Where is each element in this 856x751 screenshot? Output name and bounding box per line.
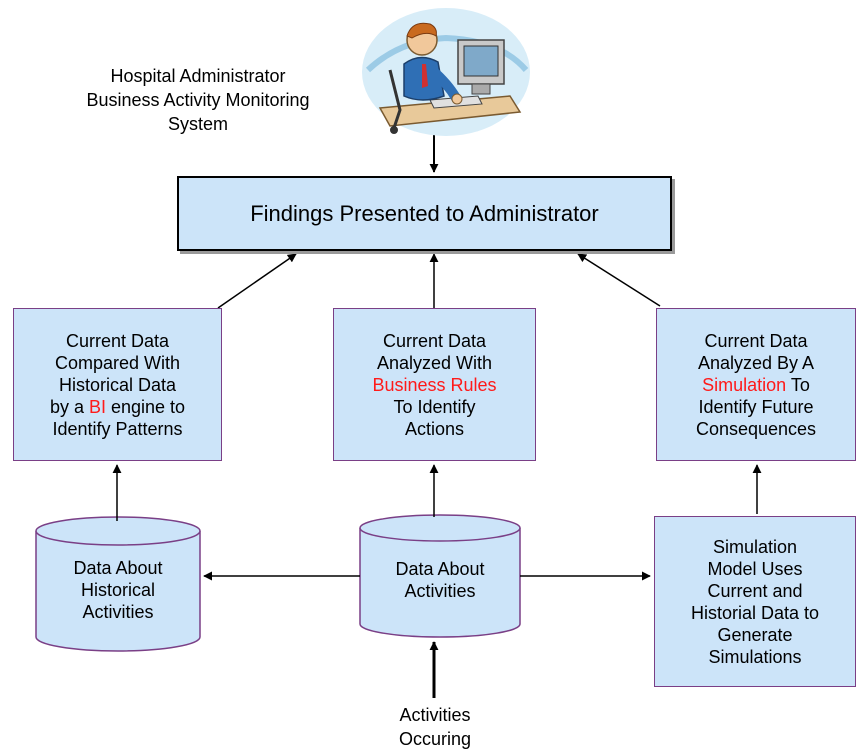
bi-line-1: Current Data	[65, 330, 170, 351]
activities-cylinder-label: Data About Activities	[360, 538, 520, 622]
sim-line-2: Analyzed By A	[697, 352, 815, 373]
arrow-bi-to-findings	[217, 253, 297, 309]
model-line-1: Simulation	[712, 536, 798, 557]
historical-data-cylinder	[35, 516, 201, 652]
hist-line-1: Data About	[73, 558, 163, 578]
bi-line-3: Historical Data	[58, 374, 177, 395]
sim-line-3-post: To	[786, 374, 810, 395]
bi-line-5: Identify Patterns	[52, 418, 183, 439]
sim-line-5: Consequences	[695, 418, 817, 439]
act-line-1: Data About	[395, 559, 485, 579]
hist-line-2: Historical	[80, 580, 155, 600]
bi-highlight: BI	[88, 396, 106, 417]
bi-engine-box: Current Data Compared With Historical Da…	[13, 308, 222, 461]
bi-line-4-pre: by a	[49, 396, 89, 417]
historical-cylinder-label: Data About Historical Activities	[36, 548, 200, 632]
sim-line-3: Simulation To	[702, 374, 810, 396]
model-line-4: Historial Data to	[690, 602, 820, 623]
rules-line-5: Actions	[404, 418, 465, 439]
act-line-2: Activities	[404, 581, 476, 601]
hist-line-3: Activities	[82, 602, 154, 622]
activities-data-cylinder	[359, 514, 521, 638]
bi-line-2: Compared With	[54, 352, 181, 373]
model-line-3: Current and	[707, 580, 803, 601]
rules-line-2: Analyzed With	[376, 352, 493, 373]
rules-highlight: Business Rules	[372, 374, 497, 395]
bottom-line-2: Occuring	[398, 729, 472, 749]
simulation-model-box: Simulation Model Uses Current and Histor…	[654, 516, 856, 687]
title-line-1: Hospital Administrator	[110, 66, 286, 86]
rules-line-4: To Identify	[393, 396, 476, 417]
bottom-line-1: Activities	[399, 705, 471, 725]
sim-line-4: Identify Future	[698, 396, 814, 417]
findings-label: Findings Presented to Administrator	[250, 200, 599, 226]
model-line-5: Generate	[717, 624, 793, 645]
business-rules-box: Current Data Analyzed With Business Rule…	[333, 308, 536, 461]
findings-box: Findings Presented to Administrator	[177, 176, 672, 251]
model-line-6: Simulations	[708, 646, 802, 667]
activities-occuring-label: Activities Occuring	[342, 703, 528, 751]
simulation-analysis-box: Current Data Analyzed By A Simulation To…	[656, 308, 856, 461]
rules-line-1: Current Data	[382, 330, 487, 351]
title-line-3: System	[167, 114, 228, 134]
person-at-computer-icon	[360, 0, 532, 142]
model-line-2: Model Uses	[707, 558, 803, 579]
title-line-2: Business Activity Monitoring	[86, 90, 310, 110]
arrow-sim-to-findings	[577, 253, 661, 307]
bi-line-4: by a BI engine to	[50, 396, 185, 418]
sim-line-1: Current Data	[704, 330, 808, 351]
system-title: Hospital Administrator Business Activity…	[72, 64, 324, 136]
bi-line-4-post: engine to	[105, 396, 186, 417]
sim-highlight: Simulation	[702, 374, 787, 395]
